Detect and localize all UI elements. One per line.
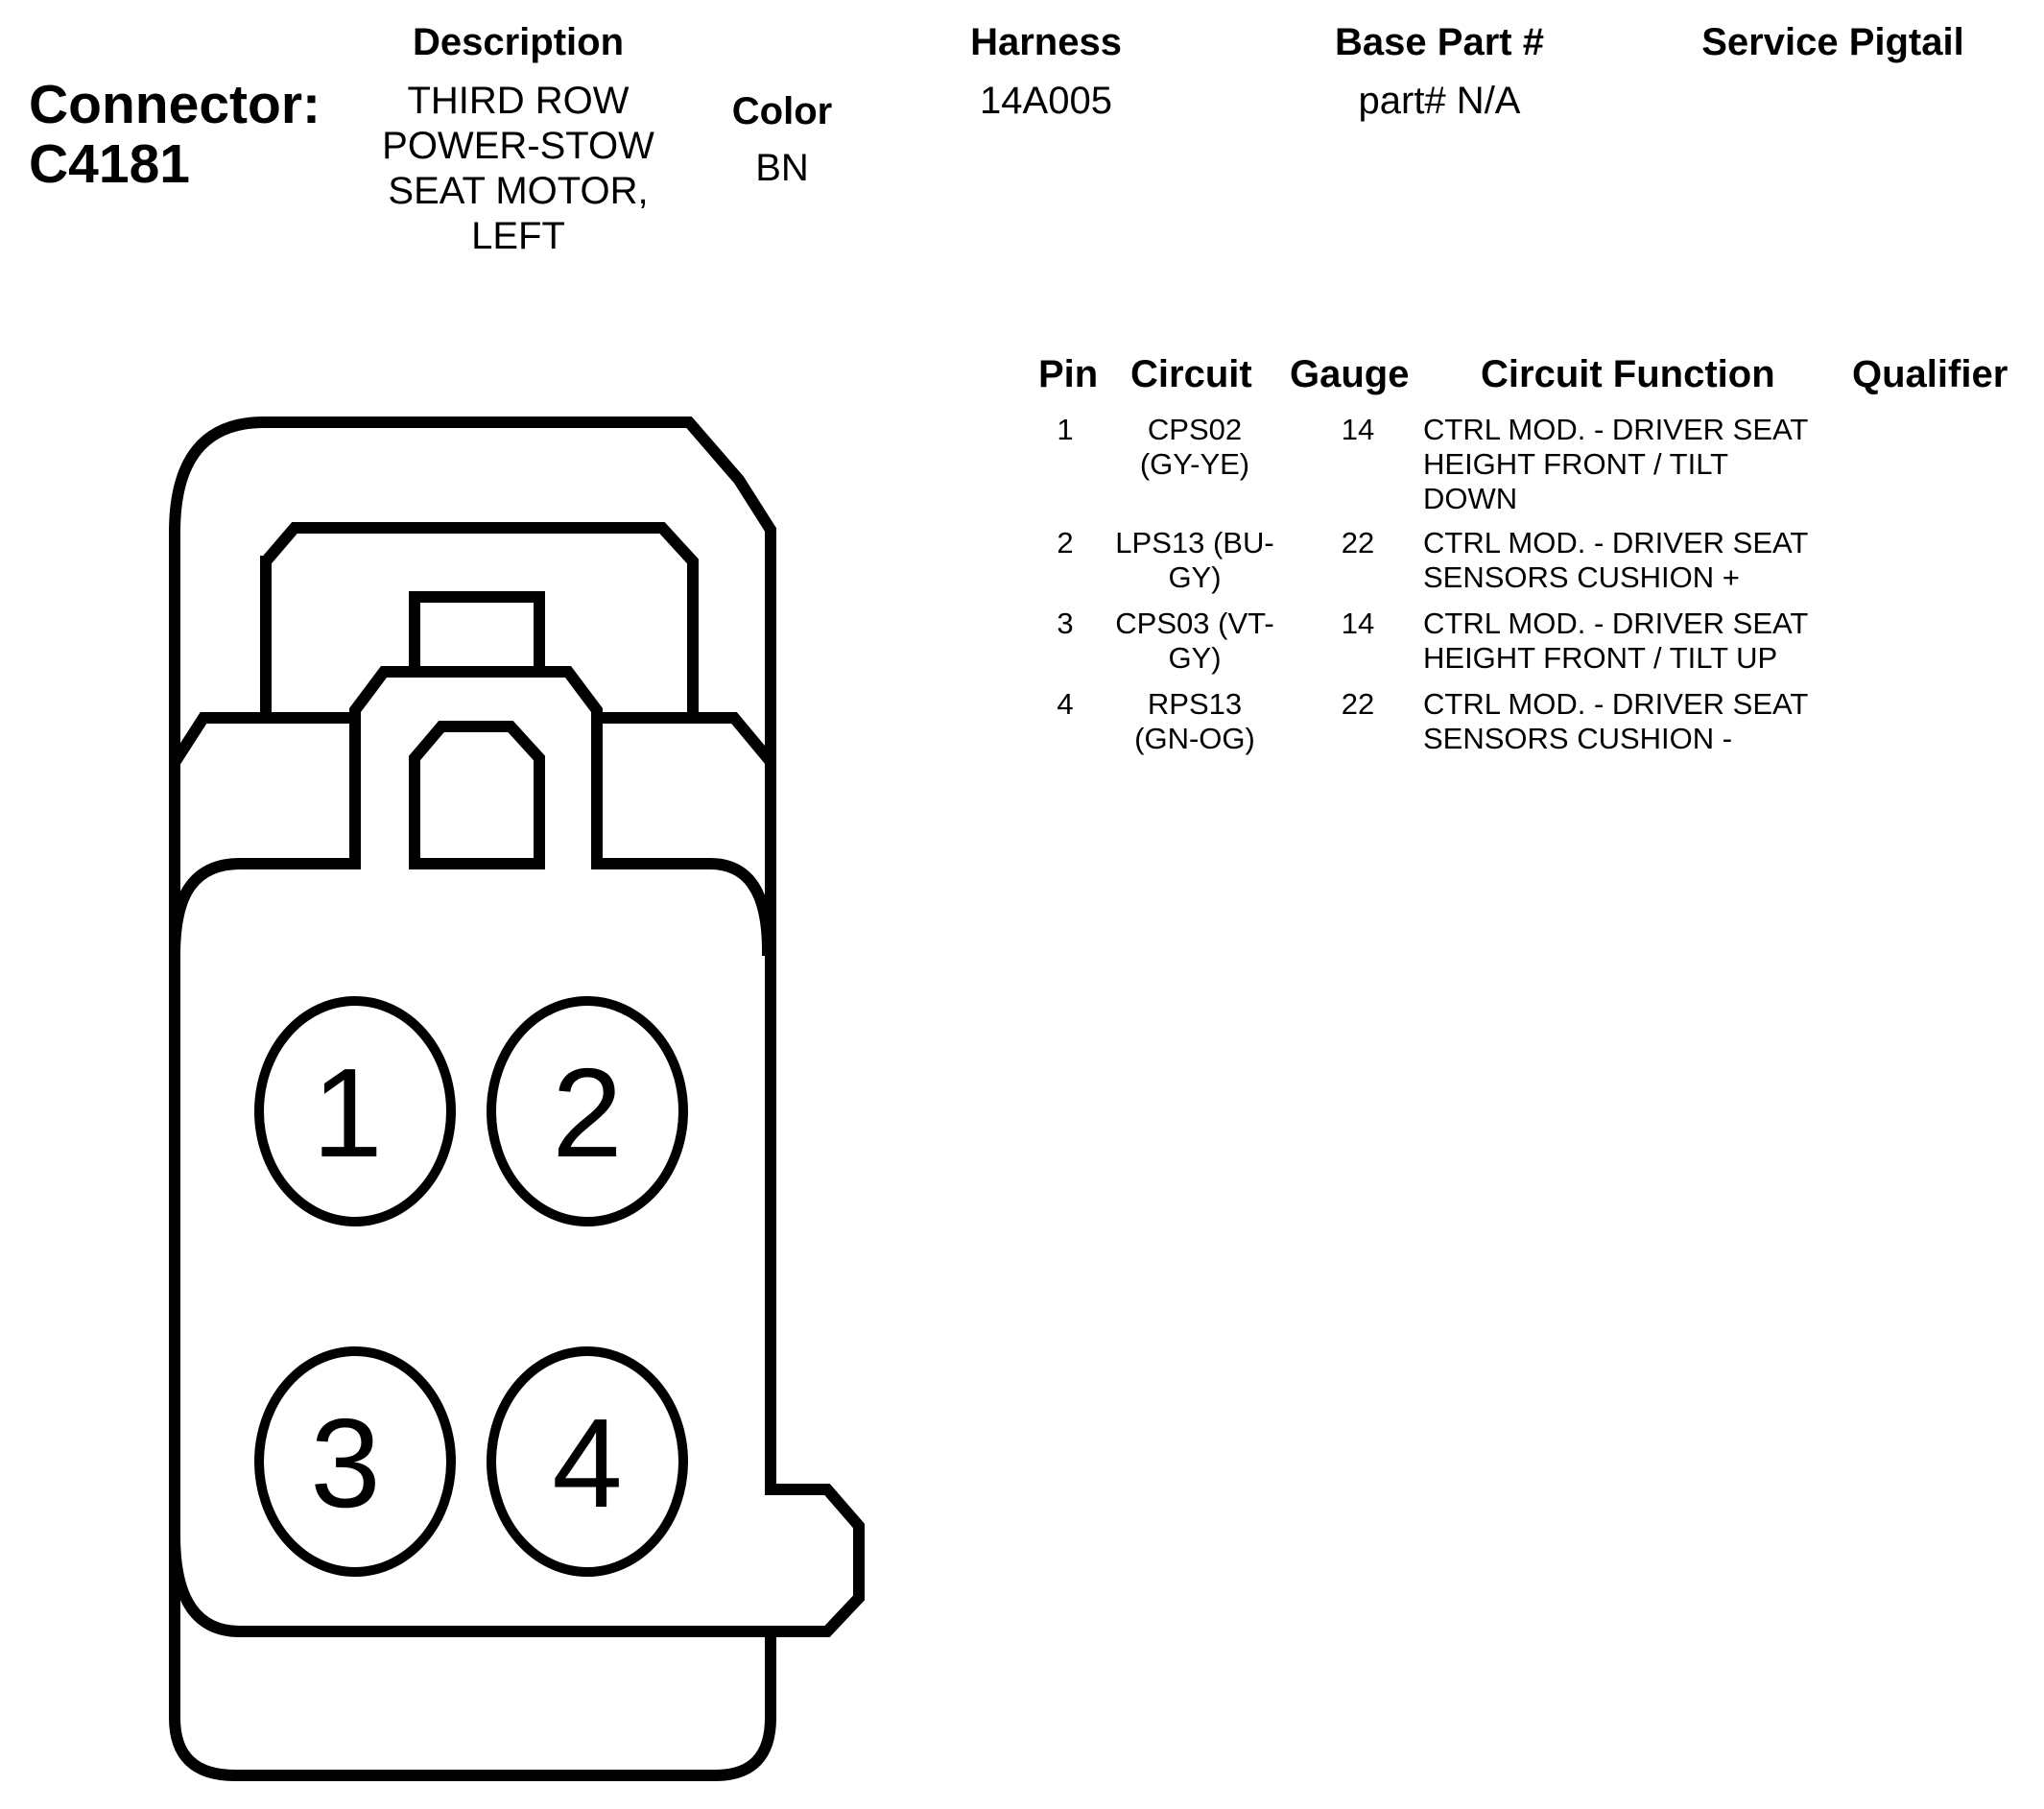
base-part-header: Base Part # bbox=[1335, 21, 1544, 63]
circuit-line: (GY-YE) bbox=[1139, 447, 1250, 481]
circuit-cell: RPS13 (GN-OG) bbox=[1104, 687, 1286, 756]
pin-4-label: 4 bbox=[552, 1392, 622, 1534]
terminal-face bbox=[168, 858, 361, 957]
function-line: DOWN bbox=[1423, 482, 1518, 515]
pin-1-label: 1 bbox=[312, 1042, 382, 1183]
harness-header: Harness bbox=[970, 21, 1122, 63]
function-line: CTRL MOD. - DRIVER SEAT bbox=[1423, 526, 1809, 559]
circuit-function-column-header: Circuit Function bbox=[1481, 353, 1775, 395]
pin-3-label: 3 bbox=[310, 1392, 380, 1534]
function-cell: CTRL MOD. - DRIVER SEAT SENSORS CUSHION … bbox=[1423, 687, 1836, 756]
crossbar-right bbox=[595, 712, 776, 767]
pin-column-header: Pin bbox=[1038, 353, 1099, 395]
gauge-column-header: Gauge bbox=[1290, 353, 1410, 395]
function-line: CTRL MOD. - DRIVER SEAT bbox=[1423, 607, 1809, 640]
connector-outer-shell bbox=[169, 417, 865, 1781]
base-part-value: part# N/A bbox=[1358, 80, 1521, 122]
circuit-line: GY) bbox=[1168, 560, 1222, 594]
connector-id: C4181 bbox=[29, 133, 190, 195]
gauge-cell: 14 bbox=[1341, 413, 1375, 446]
description-header: Description bbox=[412, 21, 625, 63]
circuit-line: LPS13 (BU- bbox=[1115, 526, 1274, 559]
gauge-cell: 14 bbox=[1341, 607, 1375, 640]
description-line: LEFT bbox=[471, 215, 565, 257]
function-line: SENSORS CUSHION - bbox=[1423, 722, 1733, 755]
color-header: Color bbox=[731, 90, 833, 132]
function-line: CTRL MOD. - DRIVER SEAT bbox=[1423, 413, 1809, 446]
circuit-column-header: Circuit bbox=[1130, 353, 1252, 395]
pin-3-cavity bbox=[254, 1346, 456, 1577]
latch-frame bbox=[260, 522, 699, 724]
pin-4-cavity bbox=[487, 1346, 688, 1577]
function-line: SENSORS CUSHION + bbox=[1423, 560, 1740, 594]
latch-body bbox=[349, 666, 603, 869]
pin-cell: 1 bbox=[1057, 413, 1074, 446]
pin-cell: 4 bbox=[1057, 687, 1074, 721]
function-cell: CTRL MOD. - DRIVER SEAT SENSORS CUSHION … bbox=[1423, 526, 1836, 595]
pin-2-cavity bbox=[487, 996, 688, 1226]
function-line: HEIGHT FRONT / TILT bbox=[1423, 447, 1729, 481]
circuit-line: (GN-OG) bbox=[1134, 722, 1255, 755]
function-line: HEIGHT FRONT / TILT UP bbox=[1423, 641, 1778, 675]
circuit-cell: CPS03 (VT- GY) bbox=[1104, 607, 1286, 676]
gauge-cell: 22 bbox=[1341, 526, 1375, 559]
function-cell: CTRL MOD. - DRIVER SEAT HEIGHT FRONT / T… bbox=[1423, 607, 1836, 676]
latch-top-tab bbox=[409, 591, 545, 678]
circuit-cell: LPS13 (BU- GY) bbox=[1104, 526, 1286, 595]
terminal-face-right bbox=[591, 858, 774, 957]
function-line: CTRL MOD. - DRIVER SEAT bbox=[1423, 687, 1809, 721]
circuit-line: CPS02 bbox=[1147, 413, 1243, 446]
description-value: THIRD ROW POWER-STOW SEAT MOTOR, LEFT bbox=[355, 79, 681, 259]
crossbar-left bbox=[169, 712, 359, 767]
terminal-face-bottom bbox=[168, 1529, 776, 1637]
circuit-cell: CPS02 (GY-YE) bbox=[1104, 413, 1286, 482]
gauge-cell: 22 bbox=[1341, 687, 1375, 721]
circuit-line: CPS03 (VT- bbox=[1115, 607, 1274, 640]
latch-inner bbox=[409, 721, 545, 869]
function-cell: CTRL MOD. - DRIVER SEAT HEIGHT FRONT / T… bbox=[1423, 413, 1836, 516]
description-line: POWER-STOW bbox=[382, 125, 654, 167]
service-pigtail-header: Service Pigtail bbox=[1701, 21, 1964, 63]
pin-1-cavity bbox=[254, 996, 456, 1226]
connector-label: Connector: bbox=[29, 74, 321, 135]
pin-cell: 3 bbox=[1057, 607, 1074, 640]
description-line: SEAT MOTOR, bbox=[388, 170, 649, 212]
pin-cell: 2 bbox=[1057, 526, 1074, 559]
qualifier-column-header: Qualifier bbox=[1852, 353, 2008, 395]
harness-value: 14A005 bbox=[980, 80, 1112, 122]
pin-2-label: 2 bbox=[552, 1042, 622, 1183]
circuit-line: RPS13 bbox=[1147, 687, 1243, 721]
description-line: THIRD ROW bbox=[407, 80, 630, 122]
circuit-line: GY) bbox=[1168, 641, 1222, 675]
color-value: BN bbox=[755, 147, 809, 189]
connector-title: Connector: C4181 bbox=[29, 75, 321, 194]
